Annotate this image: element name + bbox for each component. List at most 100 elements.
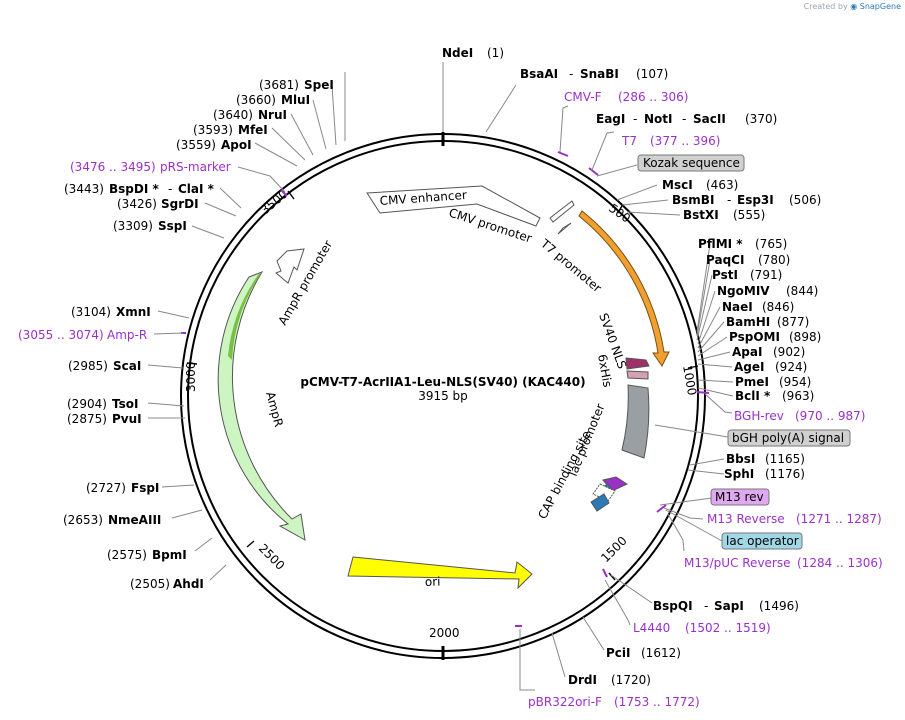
site-bamhi: BamHI	[726, 315, 770, 329]
credit-brand: SnapGene	[859, 2, 901, 11]
tick-2000: 2000	[429, 626, 460, 640]
6xhis-label: 6xHis	[595, 353, 615, 388]
site-bcli-pos: (963)	[782, 389, 814, 403]
prs-name: pRS-marker	[160, 160, 231, 174]
credit-prefix: Created by	[803, 2, 848, 11]
site-paqci-pos: (780)	[758, 253, 790, 267]
site-bpmi: BpmI	[152, 548, 187, 562]
tick-1000: 1000	[680, 364, 699, 397]
site-pflmi-pos: (765)	[755, 237, 787, 251]
l4440-mark	[602, 568, 608, 578]
lac-operator-label: lac operator	[726, 534, 799, 548]
site-spei: SpeI	[304, 78, 334, 92]
site-fspi: FspI	[131, 481, 159, 495]
dash-noti: -	[682, 112, 686, 126]
site-ngomiv: NgoMIV	[717, 284, 770, 298]
site-bamhi-pos: (877)	[777, 315, 809, 329]
site-nrui: NruI	[258, 108, 287, 122]
site-pmei: PmeI	[735, 375, 769, 389]
site-bpmi-pos: (2575)	[107, 548, 147, 562]
ampr-promoter-arrow	[275, 248, 305, 284]
lac-promoter-label: lac promoter	[566, 402, 608, 478]
site-spei-pos: (3681)	[259, 78, 299, 92]
site-bsmbi-pos: (506)	[789, 193, 821, 207]
tick-3500: 3500	[258, 187, 290, 217]
site-bbsi: BbsI	[726, 452, 755, 466]
snapgene-logo-icon: ◉	[850, 2, 858, 11]
dash-bspqi: -	[704, 599, 708, 613]
dash-eagi: -	[633, 112, 637, 126]
bgh-polya-box	[727, 429, 851, 447]
site-pmei-pos: (954)	[779, 375, 811, 389]
site-fspi-pos: (2727)	[86, 481, 126, 495]
site-nrui-pos: (3640)	[213, 108, 253, 122]
tick-1000-mark	[687, 365, 699, 369]
site-msci-pos: (463)	[706, 178, 738, 192]
m13-puc-range: (1284 .. 1306)	[797, 556, 883, 570]
site-noti: NotI	[644, 112, 673, 126]
t7-range: (377 .. 396)	[650, 134, 720, 148]
cmv-enhancer-arrow	[366, 185, 541, 227]
ampr-label: AmpR	[263, 390, 286, 428]
ori-label: ori	[425, 574, 441, 589]
site-bspqi: BspQI	[653, 599, 693, 613]
site-bspqi-pos: (1496)	[759, 599, 799, 613]
site-bbsi-pos: (1165)	[765, 452, 805, 466]
tick-3000: 3000	[184, 361, 198, 392]
site-ngomiv-pos: (844)	[786, 284, 818, 298]
site-esp3i: Esp3I	[737, 193, 774, 207]
site-ahdi-pos: (2505)	[130, 577, 170, 591]
dash-bsmbi: -	[727, 193, 731, 207]
site-ahdi: AhdI	[173, 577, 204, 591]
ampr-arrow	[217, 271, 306, 541]
pbr322-name: pBR322ori-F	[528, 695, 602, 709]
cmv-f-name: CMV-F	[564, 90, 602, 104]
site-bsmbi: BsmBI	[672, 193, 714, 207]
tick-3000-mark	[186, 362, 198, 365]
site-drdi-pos: (1720)	[611, 673, 651, 687]
m13-rev-label: M13 rev	[715, 490, 764, 504]
m13-reverse-mark	[656, 504, 667, 513]
site-apoi-pos: (3559)	[176, 138, 216, 152]
ampr-promoter-label: AmpR promoter	[275, 238, 335, 328]
bgh-rev-range: (970 .. 987)	[795, 409, 865, 423]
site-bsaai-pos: (107)	[636, 67, 668, 81]
site-apai-pos: (902)	[773, 345, 805, 359]
m13-reverse-name: M13 Reverse	[707, 512, 785, 526]
site-msci: MscI	[662, 178, 693, 192]
acriia1-cds-arrow	[578, 210, 670, 367]
cmv-f-mark	[557, 151, 569, 157]
lac-operator-box	[721, 532, 803, 550]
ampr-green-edge	[228, 272, 262, 360]
prs-mark	[280, 189, 288, 197]
tick-2500-mark	[246, 540, 255, 548]
site-nmeaiii-pos: (2653)	[63, 513, 103, 527]
cmv-enhancer-text: CMV enhancer	[379, 188, 467, 208]
site-psti: PstI	[712, 268, 738, 282]
site-psti-pos: (791)	[750, 268, 782, 282]
site-pcii-pos: (1612)	[641, 646, 681, 660]
m13-puc-name: M13/pUC Reverse	[684, 556, 791, 570]
site-nmeaiii: NmeAIII	[108, 513, 161, 527]
cmv-small-block	[557, 222, 572, 235]
amp-r-range: (3055 .. 3074)	[18, 328, 104, 342]
site-mfei: MfeI	[238, 123, 268, 137]
site-tsoi: TsoI	[112, 397, 138, 411]
tick-500-mark	[617, 203, 624, 214]
minor-ticks	[186, 190, 699, 581]
site-mlui: MluI	[281, 93, 310, 107]
site-sapi: SapI	[714, 599, 744, 613]
bgh-polya-label: bGH poly(A) signal	[732, 431, 844, 445]
plasmid-name: pCMV-T7-AcrIIA1-Leu-NLS(SV40) (KAC440)	[300, 375, 585, 389]
cap-binding-block	[590, 493, 610, 512]
site-bspdi-pos: (3443)	[64, 182, 104, 196]
site-ndei: NdeI	[442, 46, 473, 60]
site-scai: ScaI	[113, 359, 141, 373]
tick-1500-mark	[608, 572, 616, 581]
site-eagi-pos: (370)	[745, 112, 777, 126]
site-bsaai: BsaAI	[520, 67, 558, 81]
kozak-label: Kozak sequence	[643, 156, 740, 170]
ori-arrow	[347, 556, 533, 590]
site-agei-pos: (924)	[775, 360, 807, 374]
